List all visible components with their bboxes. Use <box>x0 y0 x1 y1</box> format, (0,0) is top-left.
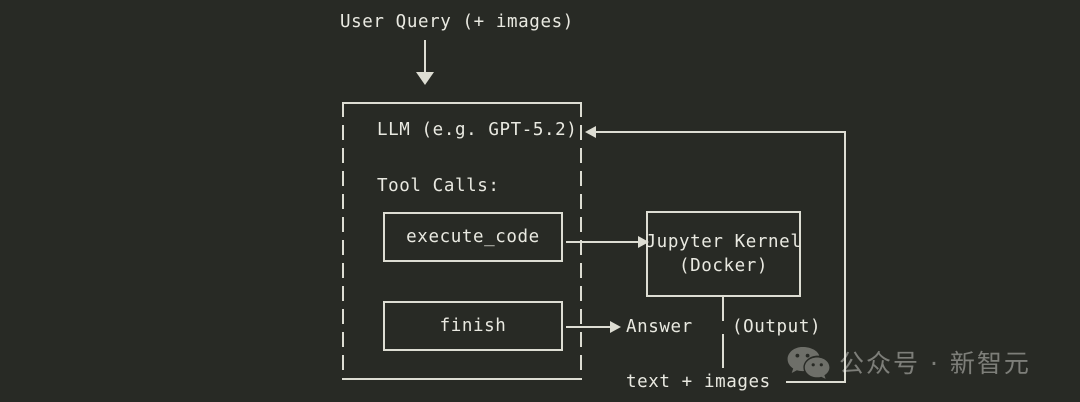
output-label: (Output) <box>732 317 822 337</box>
user-query-connector-line <box>424 40 426 72</box>
answer-label: Answer <box>626 317 693 337</box>
feedback-line-to-llm <box>594 131 846 133</box>
user-query-label: User Query (+ images) <box>340 12 574 32</box>
kernel-output-drop-line-upper <box>722 297 724 321</box>
feedback-arrowhead-icon <box>585 126 596 138</box>
llm-title-label: LLM (e.g. GPT-5.2) <box>377 120 578 140</box>
user-query-arrowhead-icon <box>416 72 434 85</box>
llm-box-left-border <box>342 102 344 380</box>
wechat-icon <box>786 345 830 379</box>
watermark-text: 公众号 · 新智元 <box>839 349 1031 378</box>
tool-calls-label: Tool Calls: <box>377 176 500 196</box>
tool-label-execute-code: execute_code <box>406 227 540 247</box>
kernel-output-drop-line-lower <box>722 334 724 368</box>
execute-code-to-kernel-line <box>566 241 643 243</box>
jupyter-kernel-box: Jupyter Kernel (Docker) <box>646 211 801 297</box>
finish-to-answer-arrowhead-icon <box>610 321 621 333</box>
execute-code-to-kernel-arrowhead-icon <box>638 236 649 248</box>
tool-box-execute-code[interactable]: execute_code <box>383 212 563 262</box>
tool-label-finish: finish <box>439 316 507 336</box>
finish-to-answer-line <box>566 326 616 328</box>
jupyter-kernel-label-line1: Jupyter Kernel <box>645 232 802 252</box>
feedback-line-horizontal <box>786 381 846 383</box>
feedback-rail-vertical <box>844 131 846 383</box>
watermark: 公众号 · 新智元 <box>786 344 1031 380</box>
llm-box-bottom-border <box>342 378 582 380</box>
tool-box-finish[interactable]: finish <box>383 301 563 351</box>
feedback-label: text + images <box>626 372 771 392</box>
llm-box-top-border <box>342 102 582 104</box>
jupyter-kernel-label-line2: (Docker) <box>678 256 769 276</box>
